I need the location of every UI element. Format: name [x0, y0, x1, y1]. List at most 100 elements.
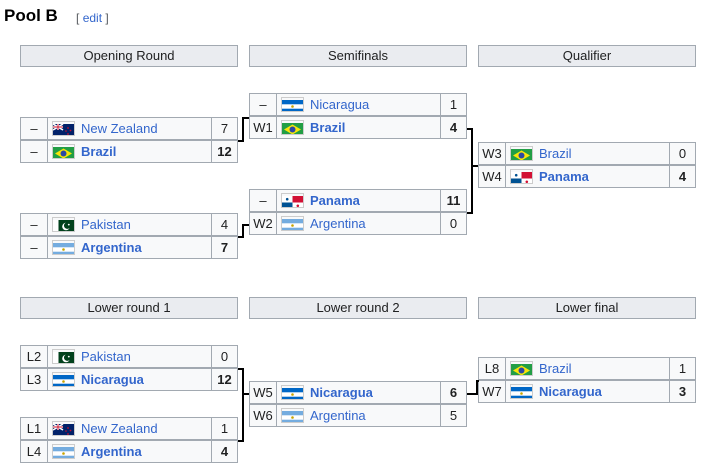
bracket-connector — [242, 224, 249, 226]
team-link[interactable]: Pakistan — [81, 217, 131, 232]
score: 1 — [211, 417, 238, 440]
match-row: L3 Nicaragua 12 — [20, 368, 238, 391]
score: 3 — [669, 380, 696, 403]
score: 7 — [211, 236, 238, 259]
bracket-connector — [238, 140, 244, 142]
bracket-connector — [242, 117, 249, 119]
team-link[interactable]: Argentina — [310, 216, 366, 231]
seed-label: W7 — [478, 380, 506, 403]
team-link[interactable]: Argentina — [81, 240, 142, 255]
team-link[interactable]: Nicaragua — [310, 97, 370, 112]
bracket-connector — [476, 380, 479, 382]
seed-label: W4 — [478, 165, 506, 188]
pool-title: Pool B — [4, 6, 58, 25]
nicaragua-flag-icon — [281, 97, 304, 112]
nz-flag-icon — [52, 421, 75, 436]
team-link[interactable]: Argentina — [310, 408, 366, 423]
round-header-semifinals: Semifinals — [249, 45, 467, 67]
seed-label: – — [20, 140, 48, 163]
team-link[interactable]: Nicaragua — [81, 372, 144, 387]
score: 4 — [669, 165, 696, 188]
argentina-flag-icon — [52, 444, 75, 459]
bracket-connector — [467, 128, 473, 130]
edit-bracket-close: ] — [105, 11, 109, 25]
score: 12 — [211, 140, 238, 163]
team-link[interactable]: Argentina — [81, 444, 142, 459]
seed-label: L3 — [20, 368, 48, 391]
bracket-connector — [242, 224, 244, 238]
bracket-connector — [467, 393, 478, 395]
round-header-lower-round-1: Lower round 1 — [20, 297, 238, 319]
score: 0 — [440, 212, 467, 235]
seed-label: W6 — [249, 404, 277, 427]
round-header-lower-round-2: Lower round 2 — [249, 297, 467, 319]
bracket-connector — [238, 236, 244, 238]
round-header-opening-round: Opening Round — [20, 45, 238, 67]
team-cell: New Zealand — [47, 417, 212, 440]
seed-label: – — [249, 189, 277, 212]
team-cell: Panama — [505, 165, 670, 188]
team-link[interactable]: New Zealand — [81, 121, 158, 136]
team-link[interactable]: Brazil — [81, 144, 117, 159]
nz-flag-icon — [52, 121, 75, 136]
match-row: L8 Brazil 1 — [478, 357, 696, 380]
team-link[interactable]: Pakistan — [81, 349, 131, 364]
team-cell: Brazil — [505, 357, 670, 380]
bracket-connector — [238, 368, 244, 370]
score: 1 — [440, 93, 467, 116]
pakistan-flag-icon — [52, 217, 75, 232]
match-row: – Brazil 12 — [20, 140, 238, 163]
pakistan-flag-icon — [52, 349, 75, 364]
seed-label: – — [20, 213, 48, 236]
team-link[interactable]: Brazil — [539, 361, 572, 376]
panama-flag-icon — [281, 193, 304, 208]
brazil-flag-icon — [52, 144, 75, 159]
team-cell: New Zealand — [47, 117, 212, 140]
seed-label: L4 — [20, 440, 48, 463]
team-link[interactable]: Brazil — [539, 146, 572, 161]
score: 12 — [211, 368, 238, 391]
team-link[interactable]: Brazil — [310, 120, 346, 135]
score: 0 — [669, 142, 696, 165]
bracket-connector — [467, 212, 473, 214]
bracket-connector — [476, 380, 478, 394]
seed-label: W2 — [249, 212, 277, 235]
match-row: – Argentina 7 — [20, 236, 238, 259]
nicaragua-flag-icon — [52, 372, 75, 387]
team-cell: Nicaragua — [47, 368, 212, 391]
team-cell: Argentina — [47, 440, 212, 463]
round-header-qualifier: Qualifier — [478, 45, 696, 67]
score: 6 — [440, 381, 467, 404]
seed-label: – — [20, 236, 48, 259]
team-cell: Pakistan — [47, 345, 212, 368]
edit-link[interactable]: edit — [82, 11, 103, 25]
team-link[interactable]: New Zealand — [81, 421, 158, 436]
argentina-flag-icon — [281, 216, 304, 231]
bracket-connector — [238, 440, 244, 442]
team-link[interactable]: Nicaragua — [310, 385, 373, 400]
score: 7 — [211, 117, 238, 140]
team-cell: Brazil — [276, 116, 441, 139]
team-link[interactable]: Panama — [539, 169, 589, 184]
team-cell: Argentina — [47, 236, 212, 259]
team-cell: Brazil — [505, 142, 670, 165]
team-link[interactable]: Panama — [310, 193, 360, 208]
seed-label: L8 — [478, 357, 506, 380]
team-link[interactable]: Nicaragua — [539, 384, 602, 399]
bracket-connector — [242, 368, 244, 440]
bracket-connector — [471, 165, 478, 167]
team-cell: Nicaragua — [276, 93, 441, 116]
score: 1 — [669, 357, 696, 380]
team-cell: Nicaragua — [505, 380, 670, 403]
round-header-lower-final: Lower final — [478, 297, 696, 319]
